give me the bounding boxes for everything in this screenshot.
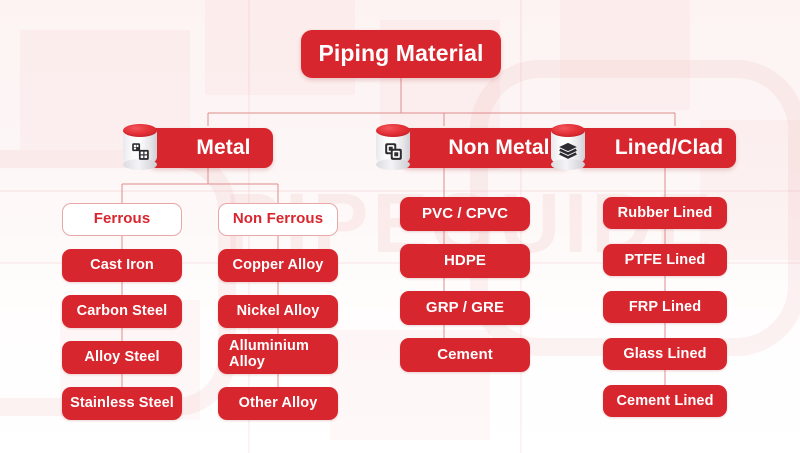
- subcategory-node-non-ferrous-label: Non Ferrous: [232, 210, 324, 228]
- leaf-node-label: Cement Lined: [616, 392, 714, 409]
- leaf-node-label: Copper Alloy: [232, 257, 324, 274]
- leaf-node-glass-lined[interactable]: Glass Lined: [603, 338, 727, 370]
- cylinder-copy-icon: [376, 123, 410, 170]
- leaf-node-label: Other Alloy: [238, 395, 318, 412]
- leaf-node-frp-lined[interactable]: FRP Lined: [603, 291, 727, 323]
- category-node-non-metal[interactable]: Non Metal: [401, 128, 571, 168]
- category-node-metal-label: Metal: [196, 136, 251, 160]
- leaf-node-label: Rubber Lined: [617, 204, 713, 221]
- leaf-node-pvc-cpvc[interactable]: PVC / CPVC: [400, 197, 530, 231]
- leaf-node-rubber-lined[interactable]: Rubber Lined: [603, 197, 727, 229]
- leaf-node-label: Cast Iron: [90, 257, 154, 274]
- leaf-node-label: Cement: [437, 345, 493, 363]
- leaf-node-cement[interactable]: Cement: [400, 338, 530, 372]
- leaf-node-label: Alluminium Alloy: [229, 337, 309, 370]
- category-node-non-metal-label: Non Metal: [448, 136, 550, 160]
- leaf-node-copper-alloy[interactable]: Copper Alloy: [218, 249, 338, 282]
- category-node-lined-clad[interactable]: Lined/Clad: [576, 128, 736, 168]
- leaf-node-label: Nickel Alloy: [236, 303, 320, 320]
- cylinder-blocks-icon: [123, 123, 157, 170]
- leaf-node-hdpe[interactable]: HDPE: [400, 244, 530, 278]
- root-node-piping-material[interactable]: Piping Material: [301, 30, 501, 78]
- subcategory-node-non-ferrous[interactable]: Non Ferrous: [218, 203, 338, 236]
- root-node-label: Piping Material: [318, 40, 484, 67]
- leaf-node-label: PTFE Lined: [624, 251, 706, 268]
- leaf-node-label: Glass Lined: [623, 345, 707, 362]
- leaf-node-label: HDPE: [443, 251, 487, 269]
- leaf-node-alloy-steel[interactable]: Alloy Steel: [62, 341, 182, 374]
- leaf-node-label: Alloy Steel: [84, 349, 160, 366]
- leaf-node-stainless-steel[interactable]: Stainless Steel: [62, 387, 182, 420]
- leaf-node-label: Stainless Steel: [70, 395, 174, 412]
- leaf-node-grp-gre[interactable]: GRP / GRE: [400, 291, 530, 325]
- leaf-node-carbon-steel[interactable]: Carbon Steel: [62, 295, 182, 328]
- leaf-node-label: FRP Lined: [628, 298, 702, 315]
- leaf-node-label: Carbon Steel: [76, 303, 168, 320]
- cylinder-layers-icon: [551, 123, 585, 170]
- leaf-node-cement-lined[interactable]: Cement Lined: [603, 385, 727, 417]
- category-node-metal[interactable]: Metal: [148, 128, 273, 168]
- subcategory-node-ferrous[interactable]: Ferrous: [62, 203, 182, 236]
- leaf-node-cast-iron[interactable]: Cast Iron: [62, 249, 182, 282]
- leaf-node-nickel-alloy[interactable]: Nickel Alloy: [218, 295, 338, 328]
- leaf-node-other-alloy[interactable]: Other Alloy: [218, 387, 338, 420]
- subcategory-node-ferrous-label: Ferrous: [93, 210, 151, 228]
- leaf-node-label: PVC / CPVC: [421, 204, 509, 222]
- leaf-node-ptfe-lined[interactable]: PTFE Lined: [603, 244, 727, 276]
- leaf-node-label: GRP / GRE: [425, 298, 505, 316]
- category-node-lined-clad-label: Lined/Clad: [614, 136, 724, 160]
- leaf-node-alluminium-alloy[interactable]: Alluminium Alloy: [218, 334, 338, 374]
